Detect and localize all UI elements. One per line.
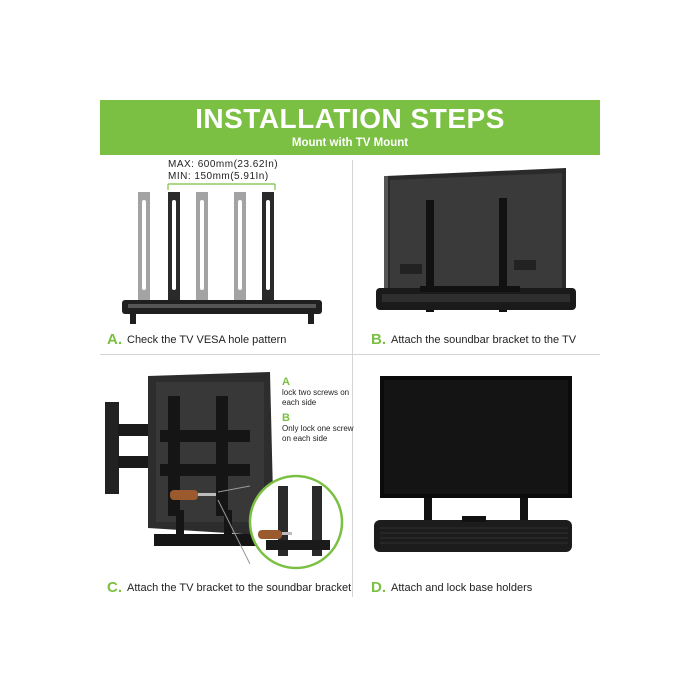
horizontal-divider: [100, 354, 600, 355]
step-c-text: Attach the TV bracket to the soundbar br…: [127, 582, 352, 594]
caption-step-a: A. Check the TV VESA hole pattern: [107, 331, 286, 348]
header-banner: INSTALLATION STEPS Mount with TV Mount: [100, 100, 600, 155]
note-a-letter: A: [282, 376, 290, 388]
caption-step-d: D. Attach and lock base holders: [371, 579, 532, 596]
note-lock-one: B Only lock one screw on each side: [282, 412, 354, 444]
note-a-text: lock two screws on each side: [282, 388, 350, 407]
vesa-arm-2: [168, 192, 180, 304]
step-c-letter: C.: [107, 579, 122, 596]
tv-back-with-soundbar-illustration: [376, 168, 576, 312]
step-d-letter: D.: [371, 579, 386, 596]
vesa-arm-3: [196, 192, 208, 304]
tv-front-with-soundbar-illustration: [374, 376, 572, 552]
note-lock-two: A lock two screws on each side: [282, 376, 352, 408]
caption-step-c: C. Attach the TV bracket to the soundbar …: [107, 579, 351, 596]
tv-mount-attach-illustration: [105, 372, 344, 570]
detail-magnifier: [248, 474, 344, 570]
note-b-text: Only lock one screw on each side: [282, 424, 354, 443]
step-b-text: Attach the soundbar bracket to the TV: [391, 334, 577, 346]
step-a-text: Check the TV VESA hole pattern: [127, 334, 287, 346]
vertical-divider: [352, 160, 353, 597]
step-d-text: Attach and lock base holders: [391, 582, 533, 594]
step-b-letter: B.: [371, 331, 386, 348]
vesa-min-label: MIN: 150mm(5.91In): [168, 171, 269, 182]
step-a-letter: A.: [107, 331, 122, 348]
vesa-arm-4: [234, 192, 246, 304]
vesa-arm-5: [262, 192, 274, 304]
banner-title: INSTALLATION STEPS: [195, 103, 505, 134]
caption-step-b: B. Attach the soundbar bracket to the TV: [371, 331, 576, 348]
note-b-letter: B: [282, 412, 290, 424]
vesa-max-label: MAX: 600mm(23.62In): [168, 159, 279, 170]
screwdriver-handle: [170, 490, 198, 500]
vesa-bracket-illustration: [122, 183, 322, 324]
soundbar-front: [374, 520, 572, 552]
vesa-arm-1: [138, 192, 150, 304]
bracket-arm-right: [499, 198, 507, 312]
vesa-measurement: MAX: 600mm(23.62In) MIN: 150mm(5.91In): [168, 159, 278, 183]
bracket-arm-left: [426, 200, 434, 312]
banner-subtitle: Mount with TV Mount: [291, 137, 409, 149]
